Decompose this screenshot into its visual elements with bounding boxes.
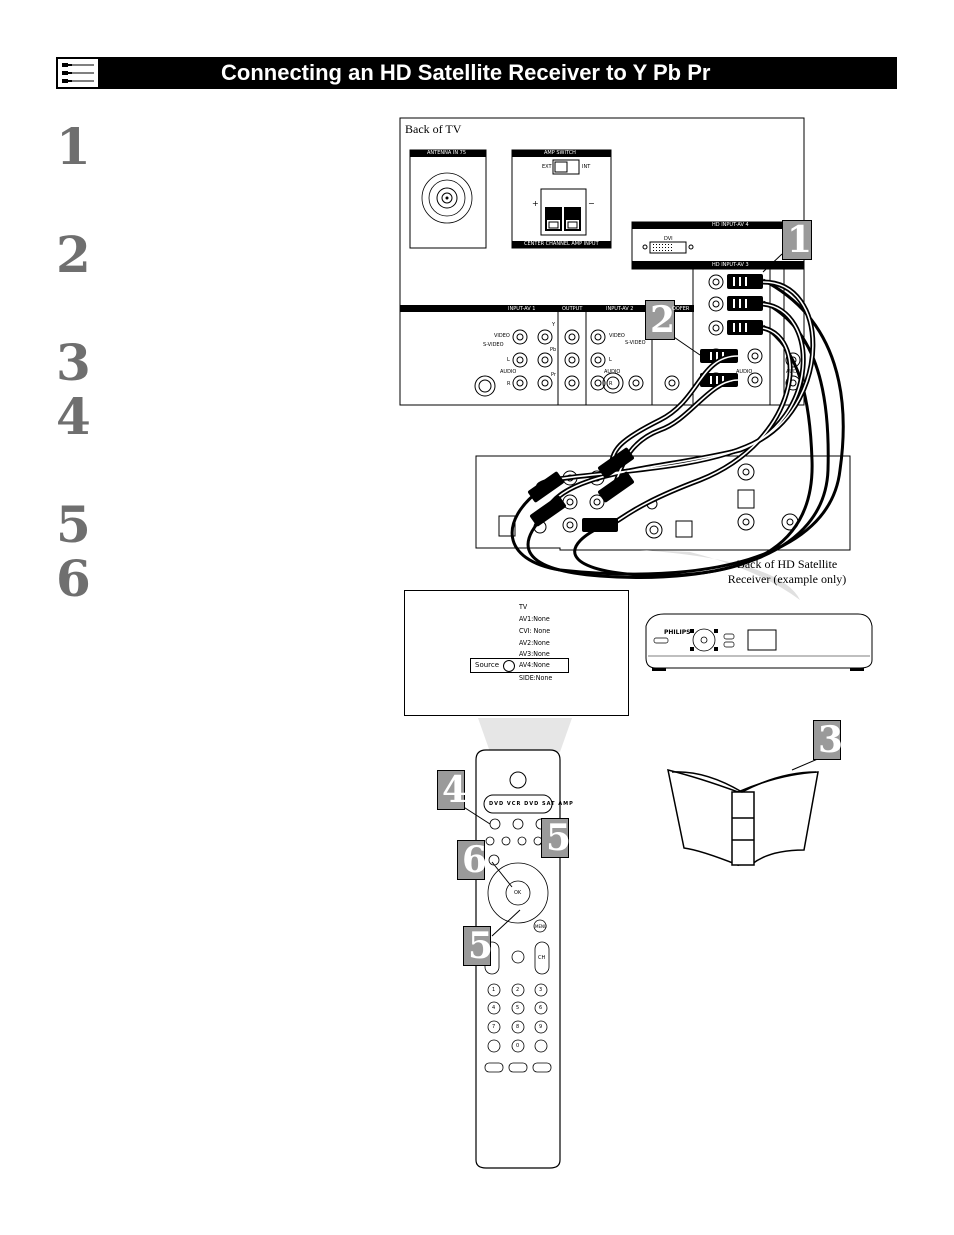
pb-label: Pb xyxy=(550,347,557,353)
remote-digit-9: 9 xyxy=(539,1024,543,1030)
osd-item-av1: AV1:None xyxy=(519,615,550,623)
av2-r-label: R xyxy=(609,381,613,387)
av1-svideo-label: S-VIDEO xyxy=(483,342,504,348)
input-av1-label: INPUT-AV 1 xyxy=(508,306,536,312)
minus-label: − xyxy=(588,199,595,208)
av2-video-label: VIDEO xyxy=(609,333,625,339)
hd-av3-label: HD INPUT-AV 3 xyxy=(712,262,749,268)
remote-mode-buttons: DVD VCR DVD SAT AMP xyxy=(489,801,574,807)
callout-5a-number: 5 xyxy=(546,817,572,859)
back-of-tv-label: Back of TV xyxy=(405,122,462,136)
center-channel-label: CENTER CHANNEL AMP INPUT xyxy=(524,241,599,247)
step-number-1: 1 xyxy=(56,117,91,176)
callout-1: 1 xyxy=(782,219,813,261)
callout-4-number: 4 xyxy=(442,769,468,811)
av2-audio-label: AUDIO xyxy=(604,369,621,375)
satellite-receiver-front xyxy=(645,613,873,671)
remote-digit-3: 3 xyxy=(539,987,543,993)
remote-digit-0: 0 xyxy=(516,1043,520,1049)
osd-item-side: SIDE:None xyxy=(519,674,553,682)
remote-menu-label: MENU xyxy=(535,924,547,929)
av3-audio-label: AUDIO xyxy=(736,369,753,375)
osd-item-av3: AV3:None xyxy=(519,650,550,658)
int-label: INT xyxy=(582,164,591,170)
output-label: OUTPUT xyxy=(562,306,583,312)
page-title: Connecting an HD Satellite Receiver to Y… xyxy=(221,60,711,85)
antenna-label: ANTENNA IN 75 xyxy=(427,150,467,156)
osd-item-av4: AV4:None xyxy=(519,661,550,669)
receiver-brand: PHILIPS xyxy=(664,629,691,636)
callout-3-number: 3 xyxy=(818,719,844,761)
hd-av4-label: HD INPUT-AV 4 xyxy=(712,222,749,228)
owners-manual-icon xyxy=(667,768,819,867)
osd-source-label: Source xyxy=(475,661,500,669)
callout-2: 2 xyxy=(645,299,676,341)
callout-5b: 5 xyxy=(463,925,494,967)
osd-source-menu: TV AV1:None CVI: None AV2:None AV3:None … xyxy=(404,590,629,716)
osd-item-av2: AV2:None xyxy=(519,639,550,647)
remote-digit-4: 4 xyxy=(492,1005,496,1011)
ext-label: EXT xyxy=(542,164,552,170)
remote-digit-8: 8 xyxy=(516,1024,520,1030)
remote-digit-1: 1 xyxy=(492,987,496,993)
step-number-5: 5 xyxy=(56,495,91,554)
amp-switch-label: AMP SWITCH xyxy=(544,150,576,156)
tv-side-plugs xyxy=(700,274,763,387)
step-number-6: 6 xyxy=(56,549,91,608)
ir-beam xyxy=(478,718,572,752)
remote-digit-6: 6 xyxy=(539,1005,543,1011)
av1-l-label: L xyxy=(507,357,510,363)
remote-digit-2: 2 xyxy=(516,987,520,993)
osd-item-tv: TV xyxy=(519,603,528,611)
remote-mode-1: DVD xyxy=(489,801,505,807)
callout-3: 3 xyxy=(813,719,844,761)
input-av2-label: INPUT-AV 2 xyxy=(606,306,634,312)
av1-r-label: R xyxy=(507,381,511,387)
step-number-4: 4 xyxy=(56,387,91,446)
remote-ch-label: CH xyxy=(538,955,546,961)
av2-svideo-label: S-VIDEO xyxy=(625,340,646,346)
remote-mode-4: SAT xyxy=(541,801,556,807)
callout-6: 6 xyxy=(457,839,488,881)
remote-control xyxy=(475,749,561,1169)
remote-mode-3: DVD xyxy=(524,801,540,807)
callout-4: 4 xyxy=(437,769,468,811)
step-number-2: 2 xyxy=(56,225,91,284)
woofer-label: OOFER xyxy=(672,306,690,312)
nav-cursor-icon xyxy=(503,660,515,672)
callout-1-number: 1 xyxy=(787,219,813,261)
av1-audio-label: AUDIO xyxy=(500,369,517,375)
remote-mode-5: AMP xyxy=(558,801,574,807)
remote-ok-label: OK xyxy=(514,890,522,896)
receiver-side-plugs xyxy=(528,447,634,532)
dvi-label: DVI xyxy=(664,236,673,242)
remote-digit-5: 5 xyxy=(516,1005,520,1011)
title-bar: Connecting an HD Satellite Receiver to Y… xyxy=(56,57,897,89)
step-number-3: 3 xyxy=(56,333,91,392)
receiver-caption: Back of HD Satellite Receiver (example o… xyxy=(727,557,847,586)
callout-5b-number: 5 xyxy=(468,925,494,967)
callout-6-number: 6 xyxy=(462,839,488,881)
cable-connectors-icon xyxy=(58,59,98,87)
pr-label: Pr xyxy=(551,372,556,378)
osd-item-cvi: CVI: None xyxy=(519,627,551,635)
remote-digit-7: 7 xyxy=(492,1024,496,1030)
plus-label: + xyxy=(532,199,539,208)
tv-back-panel xyxy=(399,117,805,406)
y-label: Y xyxy=(552,322,556,328)
osd-source-row: Source AV4:None xyxy=(470,658,569,673)
remote-mode-2: VCR xyxy=(506,801,522,807)
av2-l-label: L xyxy=(609,357,612,363)
av1-video-label: VIDEO xyxy=(494,333,510,339)
side-audio-label: AUDI xyxy=(786,369,799,375)
callout-2-number: 2 xyxy=(650,299,676,341)
callout-5a: 5 xyxy=(541,817,572,859)
